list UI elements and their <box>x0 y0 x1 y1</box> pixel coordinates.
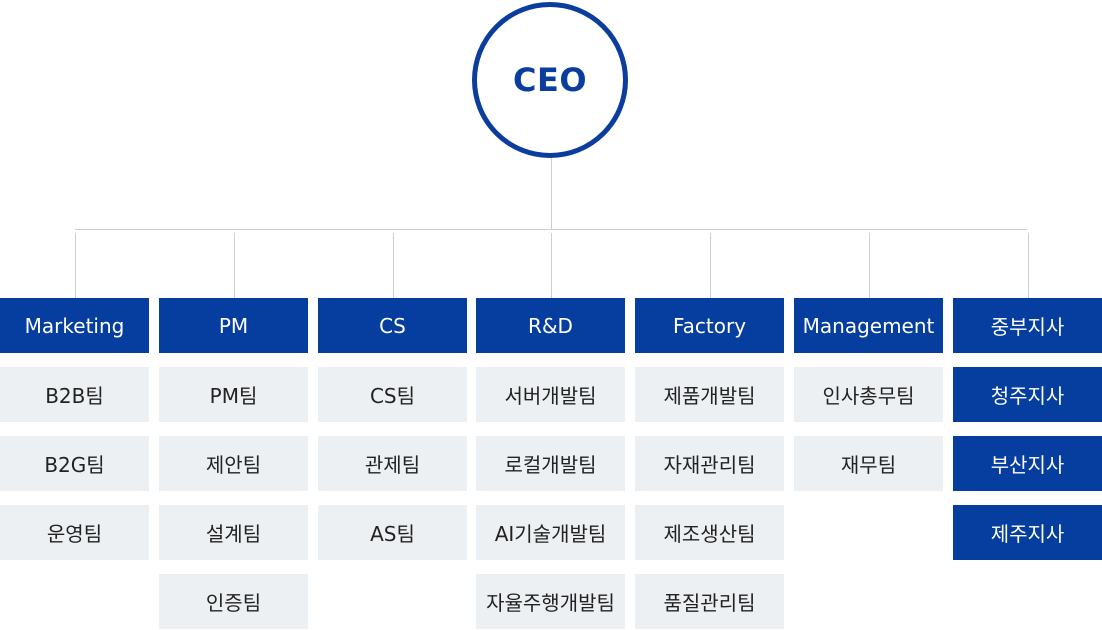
connector-vertical-0 <box>75 233 76 298</box>
team-item[interactable]: 인사총무팀 <box>794 367 943 422</box>
connector-horizontal <box>75 229 1027 230</box>
department-header[interactable]: Marketing <box>0 298 149 353</box>
branch-item[interactable]: 제주지사 <box>953 505 1102 560</box>
connector-vertical-ceo <box>551 158 552 230</box>
team-item[interactable]: AI기술개발팀 <box>476 505 625 560</box>
connector-vertical-5 <box>869 233 870 298</box>
team-item[interactable]: 제품개발팀 <box>635 367 784 422</box>
team-item[interactable]: 품질관리팀 <box>635 574 784 629</box>
department-header[interactable]: Factory <box>635 298 784 353</box>
connector-vertical-2 <box>393 233 394 298</box>
branch-item[interactable]: 부산지사 <box>953 436 1102 491</box>
team-item[interactable]: 자율주행개발팀 <box>476 574 625 629</box>
connector-vertical-6 <box>1028 233 1029 298</box>
ceo-node: CEO <box>472 2 628 158</box>
team-item[interactable]: 재무팀 <box>794 436 943 491</box>
team-item[interactable]: CS팀 <box>318 367 467 422</box>
team-item[interactable]: PM팀 <box>159 367 308 422</box>
team-item[interactable]: 제안팀 <box>159 436 308 491</box>
department-header[interactable]: R&D <box>476 298 625 353</box>
ceo-label: CEO <box>512 61 588 99</box>
team-item[interactable]: 로컬개발팀 <box>476 436 625 491</box>
department-header[interactable]: 중부지사 <box>953 298 1102 353</box>
branch-item[interactable]: 청주지사 <box>953 367 1102 422</box>
connector-vertical-3 <box>551 233 552 298</box>
team-item[interactable]: B2G팀 <box>0 436 149 491</box>
team-item[interactable]: 관제팀 <box>318 436 467 491</box>
department-header[interactable]: CS <box>318 298 467 353</box>
team-item[interactable]: 설계팀 <box>159 505 308 560</box>
team-item[interactable]: 인증팀 <box>159 574 308 629</box>
connector-vertical-4 <box>710 233 711 298</box>
team-item[interactable]: 운영팀 <box>0 505 149 560</box>
team-item[interactable]: AS팀 <box>318 505 467 560</box>
team-item[interactable]: 자재관리팀 <box>635 436 784 491</box>
team-item[interactable]: 제조생산팀 <box>635 505 784 560</box>
connector-vertical-1 <box>234 233 235 298</box>
team-item[interactable]: B2B팀 <box>0 367 149 422</box>
team-item[interactable]: 서버개발팀 <box>476 367 625 422</box>
department-header[interactable]: PM <box>159 298 308 353</box>
department-header[interactable]: Management <box>794 298 943 353</box>
